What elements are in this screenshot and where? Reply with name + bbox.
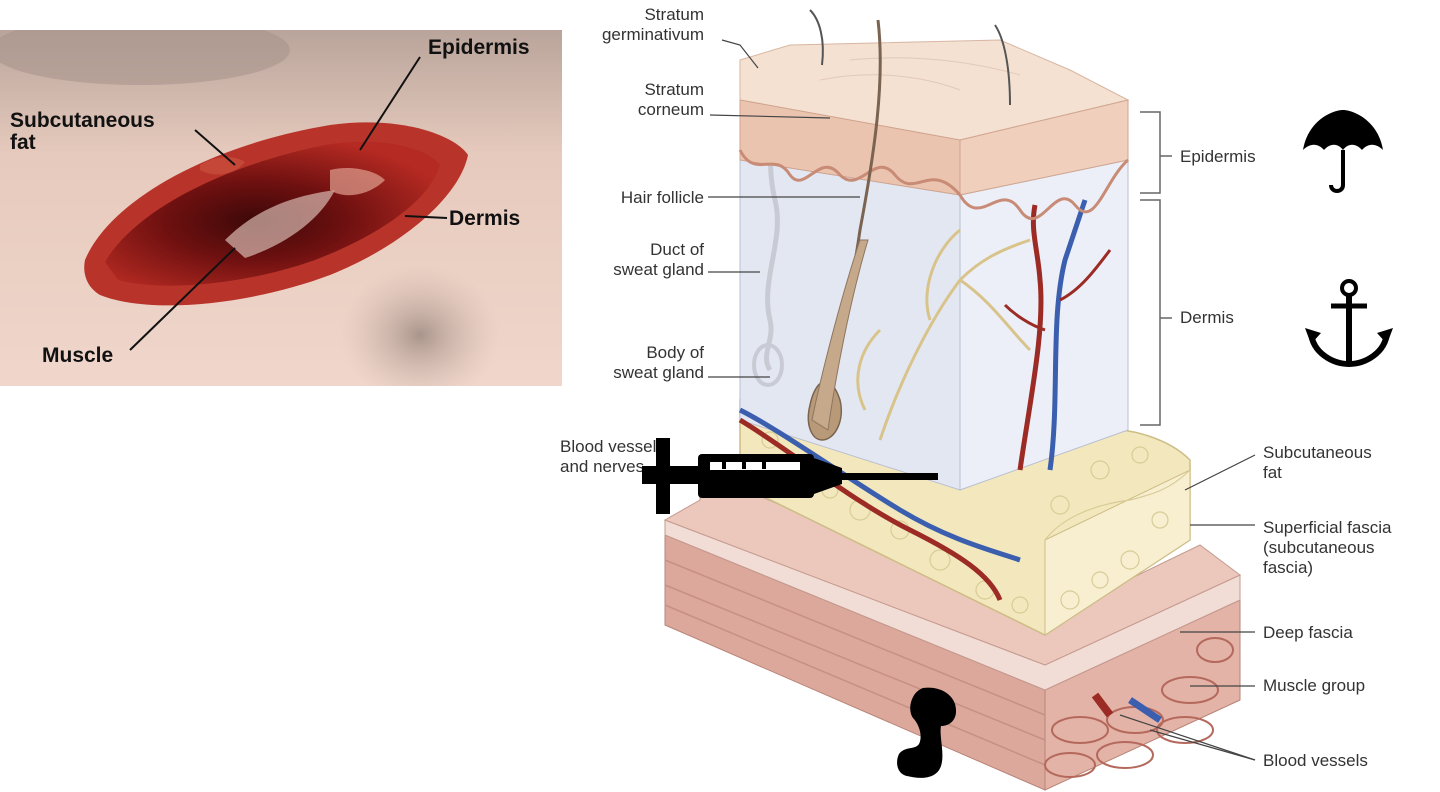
label-deep-fascia: Deep fascia <box>1263 623 1353 642</box>
subcutaneous-fat-layer <box>739 398 1191 636</box>
label-epidermis: Epidermis <box>1180 147 1256 166</box>
label-blood-vessels: Blood vessels <box>1263 751 1368 770</box>
umbrella-icon <box>1303 110 1383 193</box>
label-duct-sweat-gland: Duct of sweat gland <box>613 240 704 279</box>
label-subcutaneous-fat: Subcutaneous fat <box>1263 443 1372 482</box>
wound-photo <box>0 30 562 386</box>
label-superficial-fascia: Superficial fascia (subcutaneous fascia) <box>1263 518 1392 577</box>
epidermis-layer <box>738 39 1130 220</box>
muscle-layer <box>664 534 1241 791</box>
label-dermis: Dermis <box>1180 308 1234 327</box>
photo-label-muscle: Muscle <box>42 344 114 367</box>
photo-label-subcutaneous-fat: Subcutaneous fat <box>10 109 155 154</box>
label-muscle-group: Muscle group <box>1263 676 1366 695</box>
anchor-icon <box>1305 279 1393 368</box>
photo-label-epidermis: Epidermis <box>428 36 530 59</box>
flexed-arm-icon <box>897 687 957 778</box>
syringe-icon <box>642 438 938 514</box>
label-hair-follicle: Hair follicle <box>620 188 704 207</box>
dermis-layer <box>739 79 1129 491</box>
label-stratum-corneum: Stratum corneum <box>637 80 704 119</box>
photo-label-dermis: Dermis <box>449 207 521 230</box>
label-body-sweat-gland: Body of sweat gland <box>613 343 704 382</box>
label-stratum-germinativum: Stratum germinativum <box>601 5 704 44</box>
label-blood-vessels-nerves: Blood vessels and nerves <box>560 437 665 476</box>
